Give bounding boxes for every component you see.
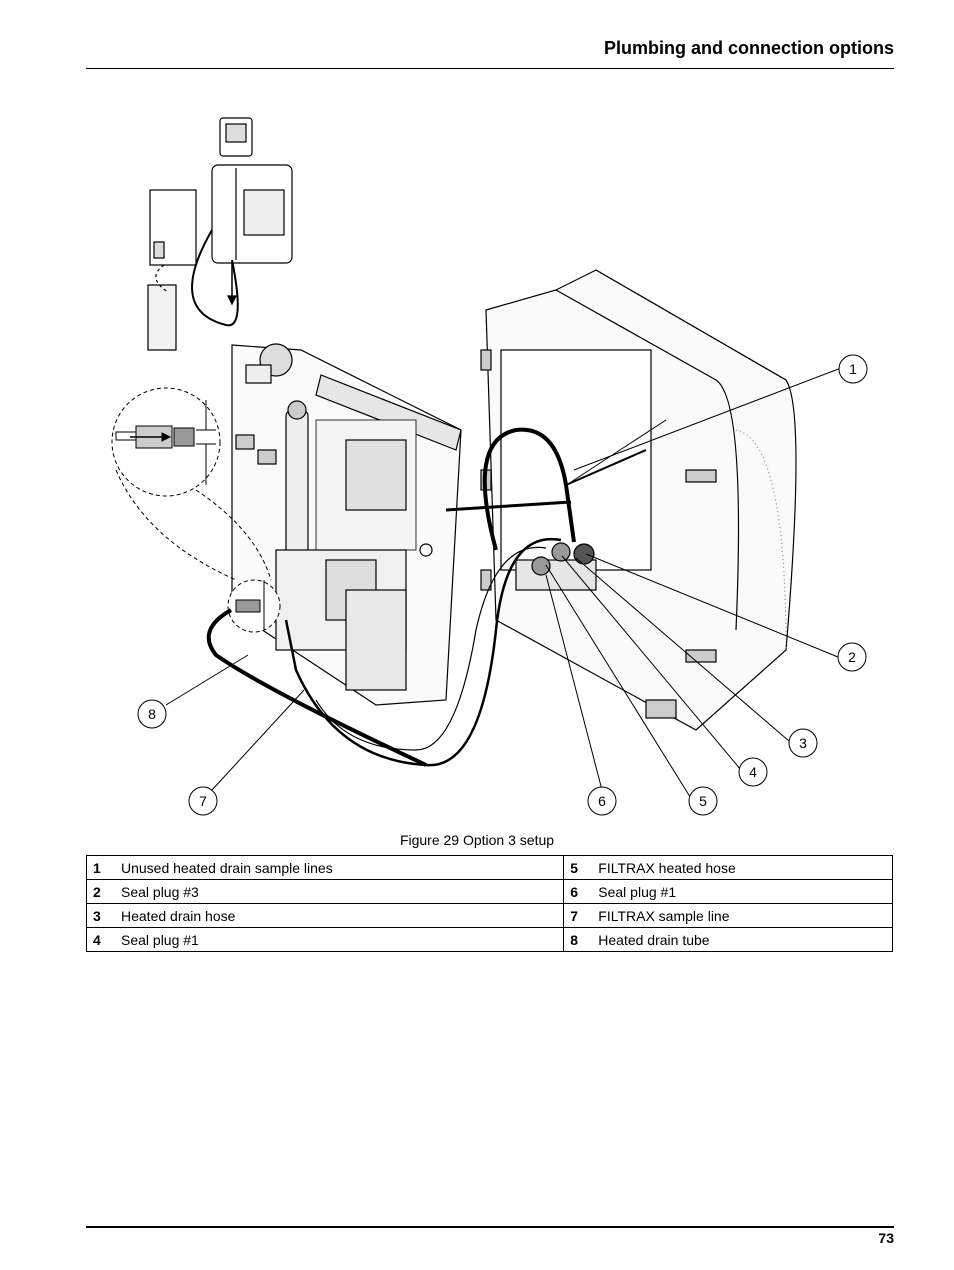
page-header-title: Plumbing and connection options bbox=[604, 38, 894, 58]
legend-number: 3 bbox=[86, 903, 115, 928]
svg-text:5: 5 bbox=[699, 793, 707, 809]
callout-2: 2 bbox=[837, 642, 867, 672]
table-row: 2 Seal plug #3 6 Seal plug #1 bbox=[86, 879, 894, 904]
legend-label: Seal plug #1 bbox=[592, 879, 894, 904]
legend-label: Heated drain hose bbox=[115, 903, 565, 928]
callout-8: 8 bbox=[137, 699, 167, 729]
legend-label: Seal plug #1 bbox=[115, 927, 565, 952]
callout-7: 7 bbox=[188, 786, 218, 816]
callout-1: 1 bbox=[838, 354, 868, 384]
svg-text:7: 7 bbox=[199, 793, 207, 809]
header-rule bbox=[86, 68, 894, 69]
controller-unit bbox=[147, 117, 293, 351]
page-number: 73 bbox=[878, 1230, 894, 1246]
callout-3: 3 bbox=[788, 728, 818, 758]
callout-6: 6 bbox=[587, 786, 617, 816]
svg-text:6: 6 bbox=[598, 793, 606, 809]
plumbing-illustration: 1 2 3 4 5 6 7 8 bbox=[111, 117, 868, 816]
table-row: 1 Unused heated drain sample lines 5 FIL… bbox=[86, 855, 894, 880]
footer-rule bbox=[86, 1226, 894, 1228]
legend-number: 1 bbox=[86, 855, 115, 880]
enclosure bbox=[480, 269, 797, 731]
leader-lines bbox=[165, 367, 842, 801]
legend-label: Unused heated drain sample lines bbox=[115, 855, 565, 880]
callout-5: 5 bbox=[688, 786, 718, 816]
legend-table: 1 Unused heated drain sample lines 5 FIL… bbox=[86, 855, 894, 952]
svg-text:2: 2 bbox=[848, 649, 856, 665]
legend-label: FILTRAX heated hose bbox=[592, 855, 894, 880]
figure-caption: Figure 29 Option 3 setup bbox=[399, 832, 555, 848]
legend-number: 7 bbox=[563, 903, 593, 928]
table-row: 3 Heated drain hose 7 FILTRAX sample lin… bbox=[86, 903, 894, 928]
analyzer-panel bbox=[231, 343, 462, 706]
legend-number: 6 bbox=[563, 879, 593, 904]
legend-label: FILTRAX sample line bbox=[592, 903, 894, 928]
legend-label: Seal plug #3 bbox=[115, 879, 565, 904]
table-row: 4 Seal plug #1 8 Heated drain tube bbox=[86, 927, 894, 952]
svg-text:1: 1 bbox=[849, 361, 857, 377]
legend-label: Heated drain tube bbox=[592, 927, 894, 952]
plumbing-figure: 1 2 3 4 5 6 7 8 bbox=[86, 110, 894, 830]
legend-number: 5 bbox=[563, 855, 593, 880]
svg-text:4: 4 bbox=[749, 764, 757, 780]
legend-number: 2 bbox=[86, 879, 115, 904]
hoses bbox=[206, 419, 667, 767]
legend-number: 8 bbox=[563, 927, 593, 952]
callout-4: 4 bbox=[738, 757, 768, 787]
svg-text:3: 3 bbox=[799, 735, 807, 751]
svg-text:8: 8 bbox=[148, 706, 156, 722]
detail-view bbox=[111, 387, 281, 633]
legend-number: 4 bbox=[86, 927, 115, 952]
